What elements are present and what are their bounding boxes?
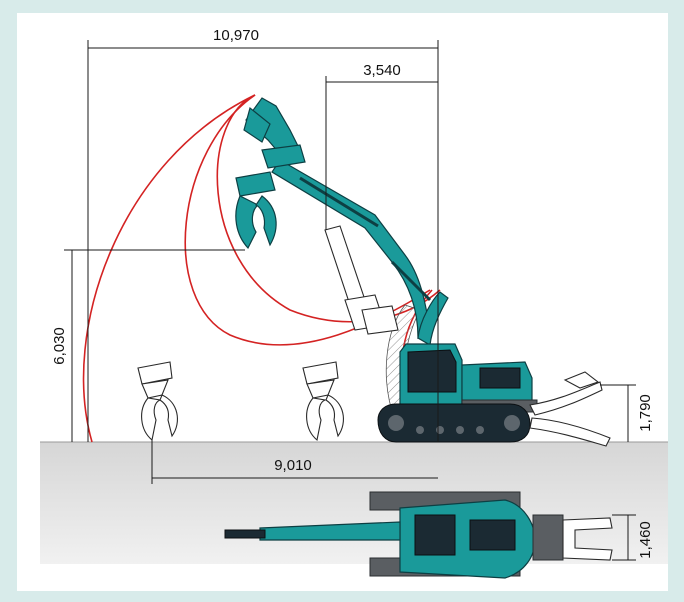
cab-window (407, 349, 457, 393)
ghost-attachment-right (302, 361, 344, 442)
crusher-jaw-mid-left (235, 195, 260, 250)
crusher-jaw-upper (243, 106, 271, 143)
ghost-attachment-left (137, 361, 178, 442)
dim-max-height: 6,030 (51, 327, 68, 365)
boom-cylinder (299, 176, 379, 228)
top-stowed-attachment (562, 517, 613, 561)
dim-side-height: 1,790 (637, 394, 654, 432)
dim-track-width: 1,460 (637, 521, 654, 559)
outer-reach-curve (82, 94, 256, 443)
dim-max-reach: 10,970 (213, 27, 259, 44)
excavator-side-view (235, 97, 611, 447)
track-assembly (377, 403, 531, 443)
excavator-top-view (224, 491, 613, 579)
dim-min-radius: 3,540 (363, 62, 401, 79)
dim-ground-reach: 9,010 (274, 457, 312, 474)
dimension-lines (64, 40, 636, 561)
crusher-upper (245, 97, 301, 161)
crusher-mid (235, 171, 276, 197)
boom-lower (417, 291, 449, 346)
stowed-attachment (529, 381, 603, 416)
ghost-lowered-arm (324, 225, 399, 335)
top-counterweight (532, 514, 564, 561)
crusher-jaw-mid-right (255, 195, 277, 247)
